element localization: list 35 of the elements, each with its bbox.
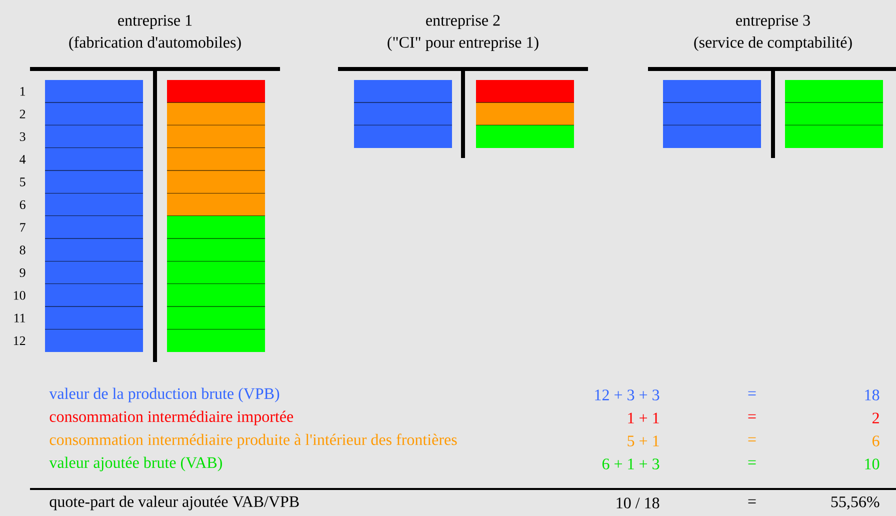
- row-number: 1: [20, 87, 26, 96]
- sum-formula: 12 + 3 + 3: [595, 390, 660, 400]
- total-value: 6: [872, 436, 880, 446]
- total-value: 18: [865, 390, 880, 400]
- legend-text: consommation intermédiaire importée: [50, 410, 294, 426]
- total-value: 2: [872, 412, 879, 424]
- company-heading: entreprise 2 ("CI" pour entreprise 1): [388, 15, 538, 51]
- row-number: 2: [20, 110, 26, 118]
- row-number: 4: [20, 155, 26, 164]
- equals-sign: =: [748, 391, 756, 396]
- row-number: 7: [20, 223, 26, 232]
- sum-formula: 5 + 1: [628, 436, 659, 446]
- total-value: 55,56%: [831, 496, 880, 510]
- company-heading: entreprise 3 (service de comptabilité): [694, 15, 852, 51]
- total-value: 10: [865, 458, 880, 470]
- legend-text: quote-part de valeur ajoutée VAB/VPB: [50, 496, 299, 510]
- sum-formula: 6 + 1 + 3: [602, 458, 660, 470]
- equals-sign: =: [748, 460, 756, 464]
- row-number: 6: [20, 200, 26, 210]
- row-number: 5: [20, 178, 26, 186]
- sum-formula: 1 + 1: [628, 412, 659, 424]
- company-heading: entreprise 1 (fabrication d'automobiles): [69, 15, 241, 51]
- equals-sign: =: [748, 437, 756, 442]
- sum-formula: 10 / 18: [616, 498, 660, 508]
- legend-text: consommation intermédiaire produite à l'intérieur des frontières: [50, 434, 457, 448]
- row-number: 9: [20, 268, 26, 278]
- row-number: 3: [20, 132, 26, 142]
- row-number: 12: [14, 336, 26, 345]
- row-number: 11: [14, 314, 26, 322]
- equals-sign: =: [748, 499, 756, 504]
- equals-sign: =: [748, 414, 756, 418]
- legend-text: valeur de la production brute (VPB): [49, 388, 280, 402]
- legend-text: valeur ajoutée brute (VAB): [49, 456, 222, 472]
- row-number: 8: [20, 246, 26, 254]
- row-number: 10: [14, 291, 26, 300]
